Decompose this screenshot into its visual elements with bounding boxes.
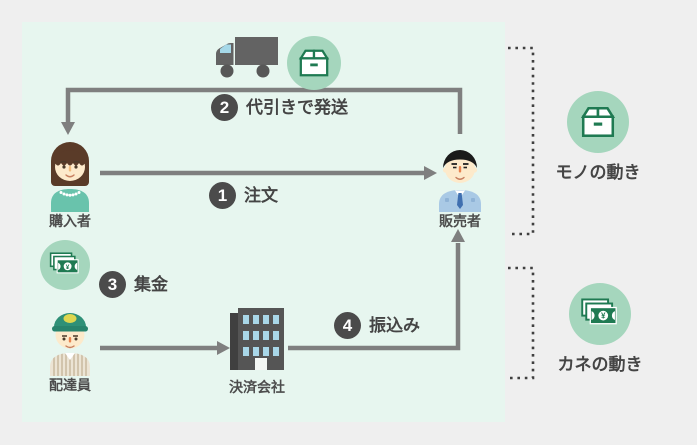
step-4-number: 4 bbox=[342, 316, 353, 335]
arrow-order bbox=[100, 166, 437, 180]
step-1-badge: 1 bbox=[209, 182, 236, 209]
seller-icon bbox=[439, 150, 481, 212]
seller-label: 販売者 bbox=[439, 213, 481, 229]
package-icon bbox=[287, 36, 341, 90]
yen-symbol: ¥ bbox=[601, 312, 606, 321]
step-2-badge: 2 bbox=[211, 94, 238, 121]
money-legend-icon: ¥ bbox=[569, 283, 631, 345]
truck-icon bbox=[216, 37, 278, 78]
buyer-icon bbox=[51, 142, 89, 212]
money-legend-label: カネの動き bbox=[557, 355, 643, 374]
courier-label: 配達員 bbox=[49, 377, 91, 393]
step-4-badge: 4 bbox=[334, 312, 361, 339]
step-3-number: 3 bbox=[107, 275, 118, 294]
buyer-label: 購入者 bbox=[49, 213, 91, 229]
arrow-transfer bbox=[288, 229, 465, 351]
step-1-number: 1 bbox=[217, 186, 228, 205]
step-2-label: 代引きで発送 bbox=[246, 98, 348, 117]
goods-bracket-dotted-line bbox=[508, 46, 535, 236]
step-1-label: 注文 bbox=[244, 186, 278, 205]
payment-company-icon bbox=[230, 308, 284, 370]
step-2-number: 2 bbox=[219, 98, 230, 117]
flow-arrows bbox=[61, 87, 465, 355]
step-3-badge: 3 bbox=[99, 271, 126, 298]
money-bracket-dotted-line bbox=[508, 266, 535, 380]
arrow-ship bbox=[61, 87, 463, 135]
payment-company-label: 決済会社 bbox=[229, 379, 285, 395]
step-4-label: 振込み bbox=[369, 316, 420, 335]
money-small-icon: ¥ bbox=[40, 240, 90, 290]
courier-icon bbox=[50, 313, 90, 376]
goods-legend-label: モノの動き bbox=[555, 163, 641, 182]
step-3-label: 集金 bbox=[134, 275, 168, 294]
goods-legend-package-icon bbox=[567, 91, 629, 153]
arrow-collect bbox=[100, 341, 230, 355]
yen-symbol: ¥ bbox=[66, 264, 70, 271]
